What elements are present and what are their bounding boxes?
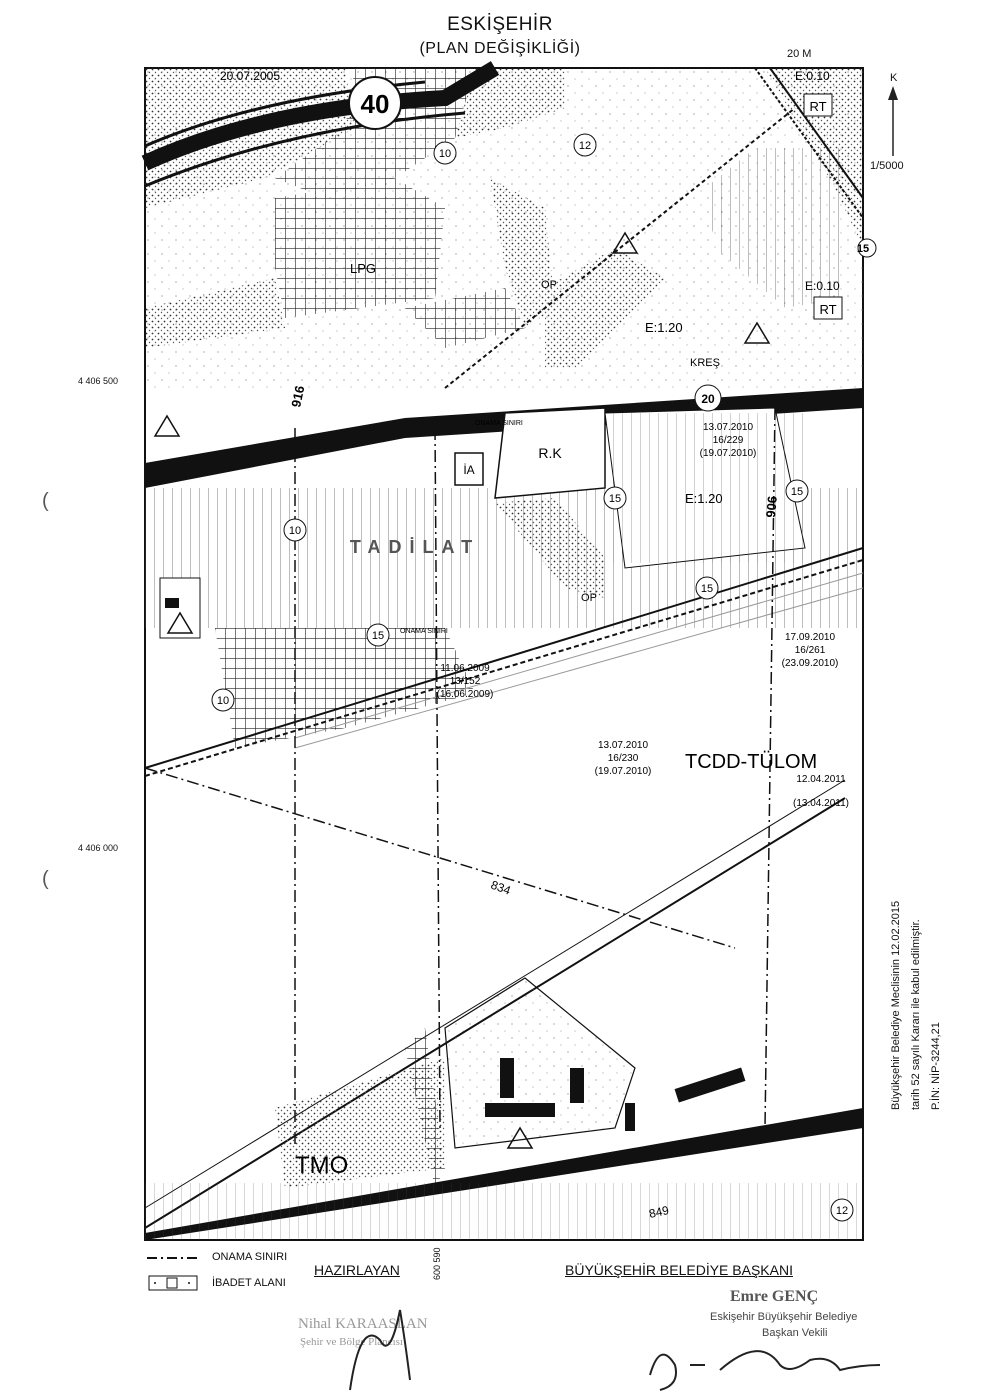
residential-parcel	[705, 148, 845, 308]
date-4-decision: 13/152	[450, 676, 481, 687]
onama-label-1: ONAMA SINIRI	[475, 420, 523, 427]
circle-15-e: 15	[857, 243, 869, 255]
circle-12-b: 12	[836, 1205, 848, 1217]
legend-ibadet-label: İBADET ALANI	[212, 1277, 286, 1289]
north-label: K	[890, 72, 898, 84]
tadilat-label: TADİLAT	[350, 537, 480, 557]
circle-12-a: 12	[579, 140, 591, 152]
plan-map: 40 R.K İA TADİLAT LPG OP OP E:0.10 E:0.1…	[141, 61, 877, 1241]
tmo-label: TMO	[295, 1152, 348, 1179]
coord-y-1: 4 406 500	[78, 376, 119, 386]
date-3-decision: 16/230	[608, 753, 639, 764]
punch-hole-2: (	[42, 868, 49, 890]
scale-bar-label: 20 M	[787, 48, 812, 60]
approval-line-1: Büyükşehir Belediye Meclisinin 12.02.201…	[890, 900, 902, 1110]
date-5: 12.04.2011	[796, 774, 846, 785]
rk-label: R.K	[538, 445, 562, 461]
north-arrow-icon	[888, 86, 898, 156]
map-subtitle: (PLAN DEĞİŞİKLİĞİ)	[419, 40, 581, 57]
mayor-name: Emre GENÇ	[730, 1288, 819, 1305]
road-834-label: 834	[489, 878, 513, 898]
circle-15-b: 15	[609, 493, 621, 505]
tmo-parcel	[275, 1058, 445, 1188]
circle-10-b: 10	[289, 525, 301, 537]
rt-label-a: RT	[809, 99, 826, 114]
coord-x-bottom: 600 590	[432, 1247, 442, 1280]
circle-10-a: 10	[439, 148, 451, 160]
circle-10-c: 10	[217, 695, 229, 707]
circle-15-a: 15	[372, 630, 384, 642]
op-label-1: OP	[541, 279, 557, 291]
onama-label-2: ONAMA SINIRI	[400, 628, 448, 635]
punch-hole-1: (	[42, 490, 49, 512]
date-4: 11.06.2009	[440, 663, 490, 674]
mayor-line-1: Eskişehir Büyükşehir Belediye	[710, 1311, 858, 1323]
preparer-signature	[349, 1309, 411, 1391]
kres-label: KREŞ	[690, 357, 720, 369]
mayor-signature	[649, 1350, 881, 1391]
date-3: 13.07.2010	[598, 740, 648, 751]
date-2-decision: 16/261	[795, 645, 826, 656]
prepared-by-label: HAZIRLAYAN	[314, 1262, 400, 1278]
approval-line-2: tarih 52 sayılı Kararı ile kabul edilmiş…	[910, 919, 922, 1110]
tcdd-tulom-label: TCDD-TÜLOM	[685, 751, 817, 773]
lpg-label: LPG	[350, 261, 376, 276]
date-1-pub: (19.07.2010)	[700, 448, 757, 459]
road-20-label: 20	[701, 392, 715, 406]
e120-label-b: E:1.20	[685, 491, 723, 506]
scale-label: 1/5000	[870, 160, 904, 172]
legend-onama-label: ONAMA SINIRI	[212, 1251, 288, 1263]
road-916-label: 916	[288, 384, 307, 408]
coord-y-2: 4 406 000	[78, 843, 119, 853]
e120-label-a: E:1.20	[645, 320, 683, 335]
date-2-pub: (23.09.2010)	[782, 658, 839, 669]
circle-15-d: 15	[791, 486, 803, 498]
road-849-label: 849	[648, 1203, 671, 1221]
mayor-line-2: Başkan Vekili	[762, 1327, 828, 1339]
date-4-pub: (16.06.2009)	[437, 689, 494, 700]
mayor-title: BÜYÜKŞEHİR BELEDİYE BAŞKANI	[565, 1262, 793, 1278]
date-3-pub: (19.07.2010)	[595, 766, 652, 777]
road-40-label: 40	[361, 89, 390, 119]
circle-15-c: 15	[701, 583, 713, 595]
map-title: ESKİŞEHİR	[447, 14, 553, 35]
green-area	[145, 68, 355, 208]
date-2: 17.09.2010	[785, 632, 835, 643]
date-1: 13.07.2010	[703, 422, 753, 433]
rt-label-b: RT	[819, 302, 836, 317]
date-6: 20.07.2005	[220, 69, 280, 83]
op-label-2: OP	[581, 592, 597, 604]
approval-line-3: P.İN: NİP-3244,21	[930, 1022, 942, 1110]
preparer-role-stamp: Şehir ve Bölge Plancısı	[300, 1336, 403, 1348]
date-5-pub: (13.04.2011)	[793, 798, 849, 809]
commercial-band	[215, 628, 475, 748]
legend-symbols	[147, 1257, 200, 1291]
ia-label: İA	[463, 463, 474, 477]
e010-label-b: E:0.10	[805, 279, 840, 293]
date-1-decision: 16/229	[713, 435, 744, 446]
e010-label-a: E:0.10	[795, 69, 830, 83]
road-906-label: 906	[763, 495, 780, 518]
lpg-parcel	[275, 178, 445, 318]
